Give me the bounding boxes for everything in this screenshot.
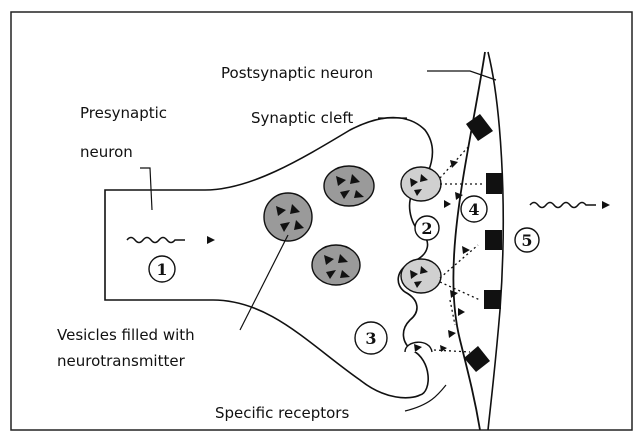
svg-text:5: 5: [521, 231, 532, 250]
svg-text:2: 2: [421, 219, 432, 238]
label-presynaptic-neuron-line2: neuron: [80, 143, 133, 161]
vesicle: [324, 166, 374, 206]
fused-vesicle: [401, 259, 441, 293]
step-marker: 2: [415, 216, 439, 240]
label-postsynaptic-neuron: Postsynaptic neuron: [221, 64, 373, 82]
label-vesicles-line2: neurotransmitter: [57, 352, 186, 370]
receptor: [484, 290, 501, 309]
label-presynaptic-neuron: Presynaptic: [80, 104, 167, 122]
step-marker: 5: [515, 228, 539, 252]
label-vesicles: Vesicles filled with: [57, 326, 195, 344]
receptor: [486, 173, 502, 194]
vesicle: [264, 193, 312, 241]
step-marker: 3: [355, 322, 387, 354]
step-marker: 1: [149, 256, 175, 282]
label-specific-receptors: Specific receptors: [215, 404, 349, 422]
fused-vesicle: [401, 167, 441, 201]
svg-text:4: 4: [468, 200, 479, 219]
label-synaptic-cleft: Synaptic cleft: [251, 109, 353, 127]
step-marker: 4: [461, 196, 487, 222]
vesicle: [312, 245, 360, 285]
svg-text:3: 3: [365, 329, 376, 348]
svg-text:1: 1: [156, 260, 167, 279]
receptor: [485, 230, 502, 250]
